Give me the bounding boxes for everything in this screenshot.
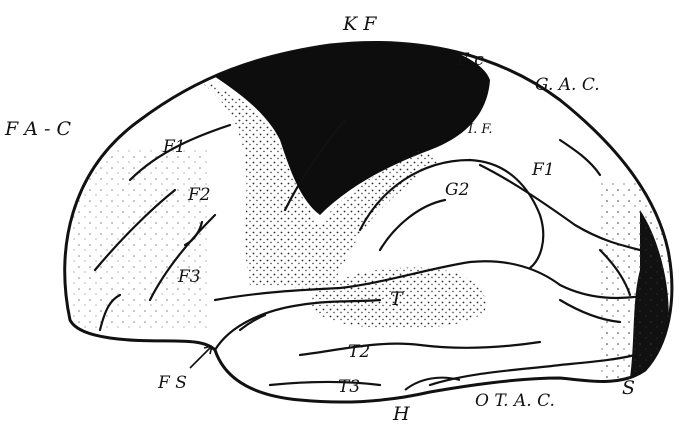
label-h: H	[392, 403, 410, 425]
label-g2: G2	[445, 180, 469, 200]
label-kf: K F	[342, 13, 377, 35]
label-f1: F1	[162, 137, 186, 157]
label-f3: F3	[177, 267, 201, 287]
label-gac: G. A. C.	[535, 75, 600, 95]
pointer-arrow	[190, 346, 212, 368]
label-t: T	[390, 288, 404, 310]
label-fc: F c	[456, 50, 484, 70]
label-t3: T3	[338, 377, 360, 397]
label-fs: F S	[157, 373, 187, 393]
label-g1: F1	[531, 160, 555, 180]
label-s: S	[622, 377, 635, 399]
label-f2: F2	[187, 185, 211, 205]
label-fac: F A - C	[4, 118, 71, 140]
label-t2: T2	[348, 342, 370, 362]
label-if: I. F.	[467, 122, 493, 137]
label-otac: O T. A. C.	[475, 391, 555, 411]
